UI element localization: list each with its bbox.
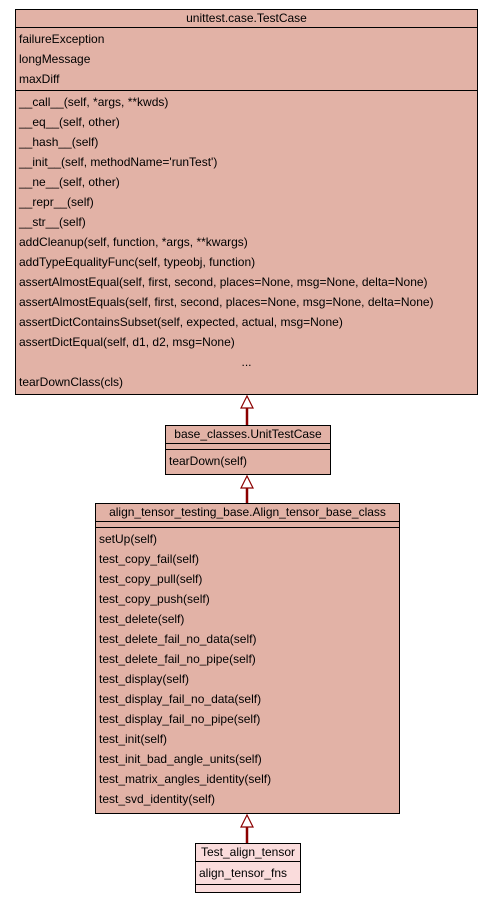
class-title: align_tensor_testing_base.Align_tensor_b… bbox=[96, 504, 399, 522]
attribute-item: failureException bbox=[19, 32, 105, 46]
method-item: addCleanup(self, function, *args, **kwar… bbox=[19, 235, 248, 249]
method-item: __ne__(self, other) bbox=[19, 175, 120, 189]
attributes-section: failureException longMessage maxDiff bbox=[16, 28, 477, 91]
method-item: __repr__(self) bbox=[19, 195, 94, 209]
method-item: test_matrix_angles_identity(self) bbox=[99, 772, 272, 786]
method-item: test_display(self) bbox=[99, 672, 190, 686]
method-item: test_init_bad_angle_units(self) bbox=[99, 752, 262, 766]
method-item: tearDownClass(cls) bbox=[19, 375, 124, 389]
attributes-section bbox=[96, 522, 399, 528]
methods-section: tearDown(self) bbox=[166, 450, 330, 472]
method-item: test_display_fail_no_data(self) bbox=[99, 692, 262, 706]
class-title: Test_align_tensor bbox=[196, 844, 300, 862]
method-item: test_copy_pull(self) bbox=[99, 572, 203, 586]
method-item: test_svd_identity(self) bbox=[99, 792, 216, 806]
method-item: __init__(self, methodName='runTest') bbox=[19, 155, 218, 169]
method-item: test_copy_push(self) bbox=[99, 592, 210, 606]
class-title: base_classes.UnitTestCase bbox=[166, 426, 330, 444]
method-item: __hash__(self) bbox=[19, 135, 99, 149]
attribute-item: maxDiff bbox=[19, 72, 60, 86]
method-item: tearDown(self) bbox=[169, 454, 248, 468]
method-item: assertDictContainsSubset(self, expected,… bbox=[19, 315, 343, 329]
method-item: assertAlmostEqual(self, first, second, p… bbox=[19, 275, 428, 289]
class-box-test-align-tensor[interactable]: Test_align_tensor align_tensor_fns bbox=[195, 843, 301, 893]
methods-section bbox=[196, 885, 300, 890]
method-item: test_display_fail_no_pipe(self) bbox=[99, 712, 261, 726]
method-item: assertDictEqual(self, d1, d2, msg=None) bbox=[19, 335, 235, 349]
method-item: setUp(self) bbox=[99, 532, 158, 546]
inheritance-arrow-testalign-alignbase bbox=[240, 813, 254, 843]
attribute-item: longMessage bbox=[19, 52, 91, 66]
ellipsis: ... bbox=[241, 355, 252, 369]
inheritance-arrow-alignbase-unittestcase bbox=[240, 474, 254, 503]
attributes-section: align_tensor_fns bbox=[196, 862, 300, 885]
method-item: __eq__(self, other) bbox=[19, 115, 120, 129]
method-item: test_delete_fail_no_data(self) bbox=[99, 632, 257, 646]
class-box-align-tensor-base-class[interactable]: align_tensor_testing_base.Align_tensor_b… bbox=[95, 503, 400, 814]
method-item: __str__(self) bbox=[19, 215, 86, 229]
inheritance-arrow-unittestcase-testcase bbox=[240, 394, 254, 425]
method-item: assertAlmostEquals(self, first, second, … bbox=[19, 295, 434, 309]
class-box-unittestcase[interactable]: base_classes.UnitTestCase tearDown(self) bbox=[165, 425, 331, 475]
method-item: __call__(self, *args, **kwds) bbox=[19, 95, 169, 109]
method-item: test_copy_fail(self) bbox=[99, 552, 200, 566]
method-item: test_delete(self) bbox=[99, 612, 185, 626]
attributes-section bbox=[166, 444, 330, 450]
class-title: unittest.case.TestCase bbox=[16, 10, 477, 28]
attribute-item: align_tensor_fns bbox=[199, 866, 288, 880]
method-item: test_init(self) bbox=[99, 732, 168, 746]
methods-section: setUp(self) test_copy_fail(self) test_co… bbox=[96, 528, 399, 810]
method-item: test_delete_fail_no_pipe(self) bbox=[99, 652, 256, 666]
method-item: addTypeEqualityFunc(self, typeobj, funct… bbox=[19, 255, 256, 269]
class-box-testcase[interactable]: unittest.case.TestCase failureException … bbox=[15, 9, 478, 395]
methods-section: __call__(self, *args, **kwds) __eq__(sel… bbox=[16, 91, 477, 393]
